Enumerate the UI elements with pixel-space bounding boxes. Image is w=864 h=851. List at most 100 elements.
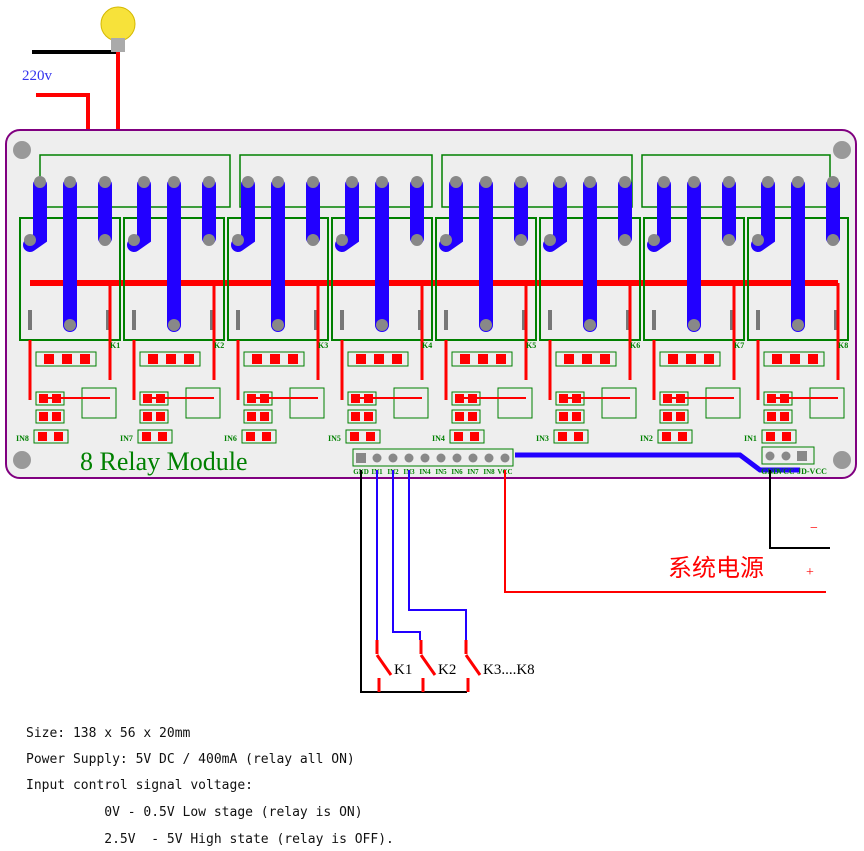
led-footprint <box>553 429 589 444</box>
switch-common-wire <box>360 470 467 693</box>
terminal-screw <box>242 176 254 188</box>
smd-pad <box>142 432 151 441</box>
terminal-screw <box>34 176 46 188</box>
switch-k3-wire <box>408 470 467 640</box>
minus-label: − <box>810 521 818 536</box>
input-led-label: IN1 <box>744 434 757 443</box>
smd-pad <box>478 354 488 364</box>
resistor-footprint <box>451 409 481 424</box>
smd-pad <box>366 432 375 441</box>
optocoupler-footprint <box>809 387 845 419</box>
diode-footprint <box>347 351 409 367</box>
terminal-screw <box>376 176 388 188</box>
power-pin-gnd <box>765 451 775 461</box>
power-header-label: JD-VCC <box>797 467 827 476</box>
input-led-label: IN3 <box>536 434 549 443</box>
smd-pad <box>780 412 789 421</box>
terminal-screw <box>619 176 631 188</box>
relay-pin <box>336 234 348 246</box>
power-vcc-wire <box>504 470 826 593</box>
terminal-screw <box>480 176 492 188</box>
smd-pad <box>558 432 567 441</box>
relay-pin <box>792 319 804 331</box>
relay-pin <box>24 234 36 246</box>
relay-label: K8 <box>838 341 848 350</box>
header-pin-in5 <box>436 453 446 463</box>
header-label: IN4 <box>419 468 431 476</box>
terminal-block <box>239 154 433 208</box>
smd-pad <box>574 432 583 441</box>
diode-footprint <box>35 351 97 367</box>
smd-pad <box>52 412 61 421</box>
relay-pin <box>99 234 111 246</box>
smd-pad <box>455 412 464 421</box>
relay-pin <box>232 234 244 246</box>
light-bulb-icon <box>100 6 136 52</box>
optocoupler-footprint <box>185 387 221 419</box>
smd-pad <box>356 354 366 364</box>
relay-pin <box>480 319 492 331</box>
input-led-label: IN2 <box>640 434 653 443</box>
diode-footprint <box>451 351 513 367</box>
diode-footprint <box>243 351 305 367</box>
relay-label: K3 <box>318 341 328 350</box>
header-pin-in7 <box>468 453 478 463</box>
smd-pad <box>374 354 384 364</box>
terminal-screw <box>688 176 700 188</box>
diode-footprint <box>659 351 721 367</box>
relay-pin <box>168 319 180 331</box>
optocoupler-footprint <box>705 387 741 419</box>
mains-voltage-label: 220v <box>22 68 53 84</box>
relay-pin <box>203 234 215 246</box>
smd-pad <box>460 354 470 364</box>
smd-pad <box>158 432 167 441</box>
smd-pad <box>782 432 791 441</box>
input-led-label: IN5 <box>328 434 341 443</box>
relay-coil-trace <box>444 283 528 400</box>
plus-label: + <box>806 565 814 580</box>
power-source-label: 系统电源 <box>668 554 764 582</box>
optocoupler-footprint <box>497 387 533 419</box>
header-pin-in2 <box>388 453 398 463</box>
terminal-screw <box>411 176 423 188</box>
relay-pin <box>584 319 596 331</box>
smd-pad <box>143 412 152 421</box>
led-footprint <box>761 429 797 444</box>
relay-pin <box>440 234 452 246</box>
smd-pad <box>350 432 359 441</box>
relay-coil-trace <box>28 283 112 400</box>
spec-size: Size: 138 x 56 x 20mm <box>26 726 191 741</box>
smd-pad <box>767 394 776 403</box>
optocoupler-footprint <box>81 387 117 419</box>
smd-pad <box>572 412 581 421</box>
diode-footprint <box>139 351 201 367</box>
relay-label: K2 <box>214 341 224 350</box>
smd-pad <box>143 394 152 403</box>
switch-lever-icon <box>419 654 437 676</box>
terminal-screw <box>584 176 596 188</box>
header-pin-in8 <box>484 453 494 463</box>
relay-coil-pins <box>652 310 734 330</box>
smd-pad <box>247 394 256 403</box>
relay-coil-trace <box>340 283 424 400</box>
resistor-footprint <box>243 409 273 424</box>
switch-k2-wire <box>392 470 421 640</box>
led-footprint <box>345 429 381 444</box>
header-pin-in3 <box>404 453 414 463</box>
smd-pad <box>663 412 672 421</box>
smd-pad <box>766 432 775 441</box>
switch-label-2: K2 <box>438 662 456 678</box>
resistor-footprint <box>555 409 585 424</box>
smd-pad <box>148 354 158 364</box>
optocoupler-footprint <box>601 387 637 419</box>
smd-pad <box>662 432 671 441</box>
switch-lever-icon <box>375 654 393 676</box>
smd-pad <box>80 354 90 364</box>
terminal-screw <box>792 176 804 188</box>
